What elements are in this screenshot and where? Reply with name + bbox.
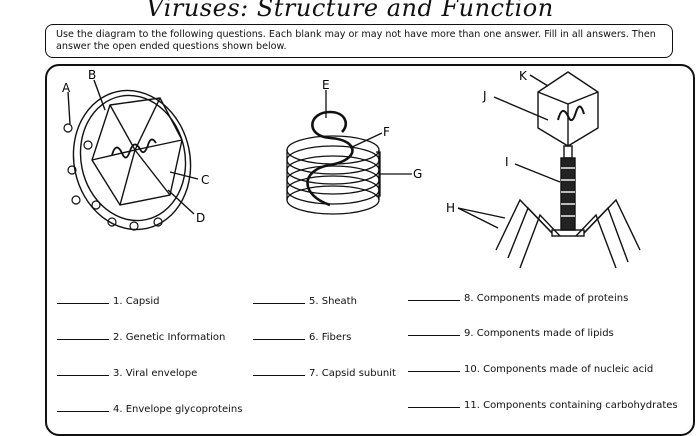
bacteriophage-illustration [457, 71, 641, 269]
question-1: 1. Capsid [57, 296, 160, 307]
label-c: C [201, 173, 209, 187]
answer-blank-9[interactable] [408, 335, 460, 336]
question-3: 3. Viral envelope [57, 368, 197, 379]
answer-blank-7[interactable] [253, 375, 305, 376]
label-j: J [482, 89, 487, 103]
question-10: 10. Components made of nucleic acid [408, 364, 653, 375]
question-5: 5. Sheath [253, 296, 357, 307]
label-h: H [446, 201, 455, 215]
label-i: I [505, 155, 509, 169]
instructions-box: Use the diagram to the following questio… [45, 24, 673, 58]
helical-virus-illustration [286, 90, 412, 215]
label-d: D [196, 211, 205, 225]
answer-blank-3[interactable] [57, 375, 109, 376]
answer-blank-6[interactable] [253, 339, 305, 340]
answer-blank-10[interactable] [408, 371, 460, 372]
label-a: A [62, 81, 71, 95]
answer-blank-5[interactable] [253, 303, 305, 304]
page-title: Viruses: Structure and Function [146, 0, 554, 22]
answer-blank-2[interactable] [57, 339, 109, 340]
question-2: 2. Genetic Information [57, 332, 225, 343]
question-8: 8. Components made of proteins [408, 293, 628, 304]
label-k: K [519, 69, 528, 83]
label-f: F [383, 125, 390, 139]
answer-blank-11[interactable] [408, 407, 460, 408]
label-g: G [413, 167, 422, 181]
enveloped-virus-illustration [63, 79, 199, 231]
question-4: 4. Envelope glycoproteins [57, 404, 242, 415]
answer-blank-8[interactable] [408, 300, 460, 301]
label-b: B [88, 68, 96, 82]
question-9: 9. Components made of lipids [408, 328, 614, 339]
question-6: 6. Fibers [253, 332, 351, 343]
label-e: E [322, 78, 330, 92]
question-11: 11. Components containing carbohydrates [408, 400, 678, 411]
answer-blank-1[interactable] [57, 303, 109, 304]
question-7: 7. Capsid subunit [253, 368, 396, 379]
answer-blank-4[interactable] [57, 411, 109, 412]
